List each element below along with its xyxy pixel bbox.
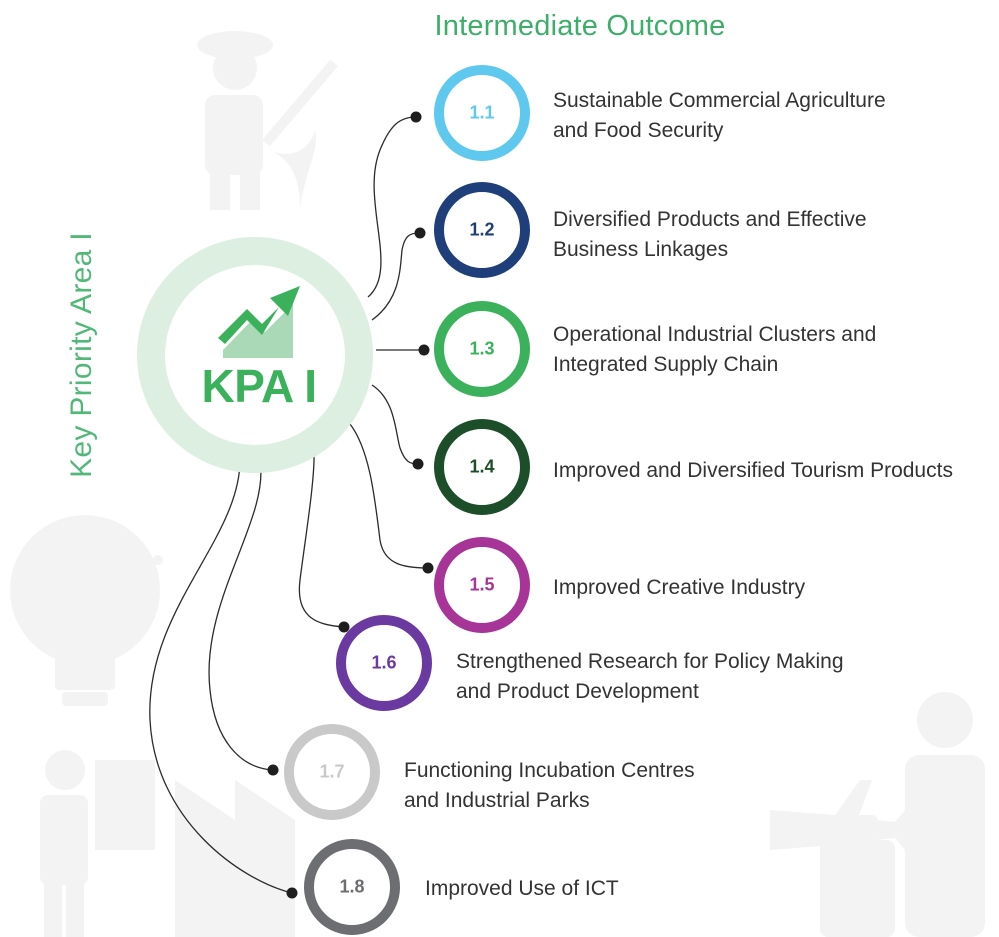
outcome-label: Improved Creative Industry [553,573,805,603]
outcome-label-line: Improved Creative Industry [553,576,806,599]
outcome-number: 1.8 [339,876,365,897]
outcome-number: 1.6 [371,652,397,673]
connector-dot [412,458,424,470]
outcome-label-line: Business Linkages [553,238,729,261]
outcome-number: 1.4 [469,456,495,477]
luggage-icon [820,815,895,937]
outcome-label: Functioning Incubation Centres and Indust… [404,756,695,816]
outcome-number: 1.2 [469,219,495,240]
kpa-label: KPA I [201,360,317,412]
connector-line [371,232,421,321]
side-title: Key Priority Area I [65,232,98,478]
factory-icon [175,780,295,937]
connector-dot [338,621,350,633]
outcome-ring-1-5 [434,537,530,633]
connector-dot [422,562,434,574]
farmer-icon [197,31,338,210]
outcome-number: 1.1 [469,102,495,123]
outcome-label-line: Improved Use of ICT [425,877,619,900]
outcome-label: Strengthened Research for Policy Making a… [456,647,844,707]
connector-dot [410,111,422,123]
outcome-ring-1-3 [434,301,530,397]
outcome-number: 1.5 [469,574,495,595]
connector-line [367,116,417,298]
outcome-label-line: and Food Security [553,119,724,142]
page-title: Intermediate Outcome [434,10,726,42]
outcome-label-line: and Product Development [456,680,699,703]
connector-dot [418,344,430,356]
connector-dot [267,764,279,776]
outcome-ring-1-1 [434,65,530,161]
outcome-number: 1.7 [319,761,345,782]
traveler-icon [905,692,985,937]
outcome-ring-1-4 [434,419,530,515]
painter-icon [40,750,155,937]
outcome-ring-1-8 [304,839,400,935]
outcome-label-line: Operational Industrial Clusters and [553,323,877,346]
connector-line [371,384,419,465]
lightbulb-gear-icon [10,515,163,706]
connector-line [298,451,345,628]
connector-line [349,423,429,569]
connector-dot [414,227,426,239]
outcome-label: Improved Use of ICT [425,874,619,904]
outcome-ring-1-7 [284,724,380,820]
outcome-label-line: Strengthened Research for Policy Making [456,650,844,673]
outcome-label-line: Integrated Supply Chain [553,353,779,376]
growth-chart-icon [218,286,300,358]
outcome-label-line: Improved and Diversified Tourism Product… [553,459,953,482]
outcome-label: Improved and Diversified Tourism Product… [553,456,953,486]
connector-dot [286,887,298,899]
connector-line [149,459,293,894]
outcome-label-line: Functioning Incubation Centres [404,759,695,782]
outcome-label: Sustainable Commercial Agriculture and Fo… [553,86,886,146]
outcome-ring-1-6 [336,615,432,711]
outcome-label-line: Diversified Products and Effective [553,208,867,231]
outcome-ring-1-2 [434,182,530,278]
connector-line [208,459,274,771]
outcome-number: 1.3 [469,338,495,359]
outcome-label-line: Sustainable Commercial Agriculture [553,89,886,112]
outcome-label-line: and Industrial Parks [404,789,590,812]
